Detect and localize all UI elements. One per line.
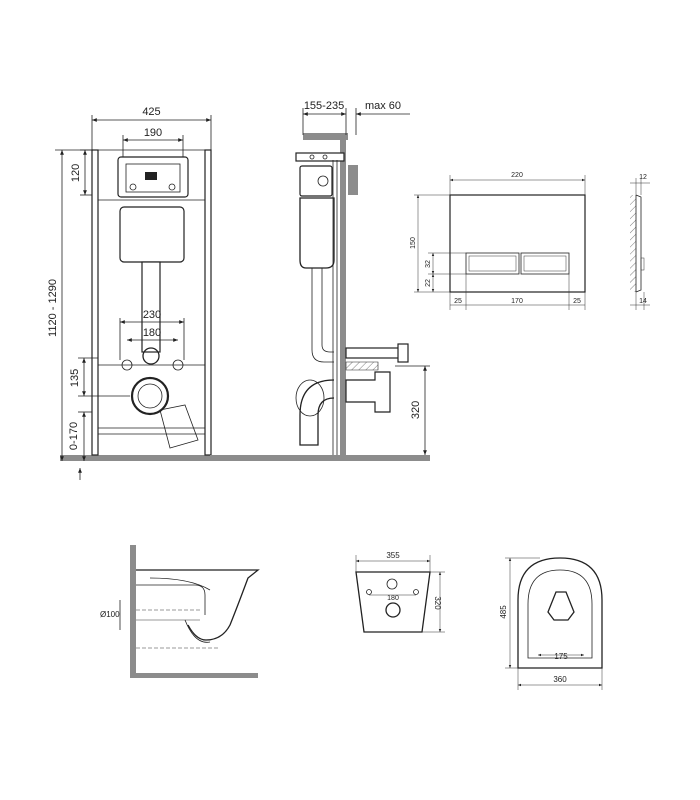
dim-margin-right: 25 — [573, 298, 581, 305]
bowl-wall — [130, 545, 136, 673]
bolt-right — [172, 359, 184, 371]
dim-outlet-height: 320 — [410, 401, 422, 419]
floor-side — [210, 455, 430, 461]
frame-front-view: 425 190 120 1120 - 1290 230 180 135 0-17… — [47, 106, 430, 480]
dim-bolt-inner: 180 — [143, 327, 161, 339]
dim-frame-depth: 155-235 — [304, 100, 344, 112]
flush-plate-side: 12 14 — [630, 174, 650, 310]
bowl-top-outline — [517, 557, 603, 669]
dim-bowl-outer-width: 360 — [553, 675, 567, 684]
dim-frame-height: 1120 - 1290 — [47, 279, 59, 337]
bolt-left — [121, 359, 133, 371]
cistern — [119, 206, 185, 263]
wall-top — [303, 133, 348, 140]
flush-button-right — [520, 252, 570, 275]
dim-drain-height-label: 135 — [69, 369, 81, 387]
dim-thickness-top: 12 — [639, 174, 647, 181]
dim-button-w: 170 — [511, 298, 523, 305]
bowl-side-section: Ø100 — [100, 545, 260, 678]
water-inlet — [142, 347, 160, 365]
bowl-back-outline — [355, 571, 431, 633]
wall — [340, 140, 346, 460]
dim-plate-h: 150 — [410, 237, 417, 249]
dim-pipe-dia: Ø100 — [100, 610, 120, 619]
dim-bolt-outer: 230 — [143, 309, 161, 321]
dim-frame-width: 425 — [142, 106, 160, 118]
dim-button-h: 32 — [425, 260, 432, 268]
dim-plate-w: 220 — [511, 172, 523, 179]
frame-left-upright — [91, 149, 99, 456]
flush-button-left — [465, 252, 520, 275]
flush-plate — [449, 194, 586, 293]
bowl-top-view: 485 175 360 — [499, 557, 603, 690]
dim-bowl-inner-width: 175 — [554, 652, 568, 661]
dim-max-depth: max 60 — [365, 100, 401, 112]
dim-plate-width: 190 — [144, 127, 162, 139]
dim-foot-range: 0-170 — [68, 422, 80, 450]
bowl-back-view: 355 180 320 — [355, 551, 445, 633]
drain-outlet — [130, 376, 170, 416]
flush-plate-front: 220 150 32 22 25 170 25 — [410, 172, 586, 310]
frame-right-upright — [204, 149, 212, 456]
dim-thickness-bottom: 14 — [639, 298, 647, 305]
dim-bowl-bolt: 180 — [387, 595, 399, 602]
dim-button-gap: 22 — [425, 279, 432, 287]
bowl-floor — [130, 673, 258, 678]
dim-bowl-back-height: 320 — [433, 596, 442, 610]
dim-bowl-length: 485 — [499, 605, 508, 619]
dim-margin-left: 25 — [454, 298, 462, 305]
dim-bowl-back-width: 355 — [386, 551, 400, 560]
frame-side-view: 155-235 max 60 320 — [210, 100, 430, 461]
dim-top-offset: 120 — [70, 164, 82, 182]
